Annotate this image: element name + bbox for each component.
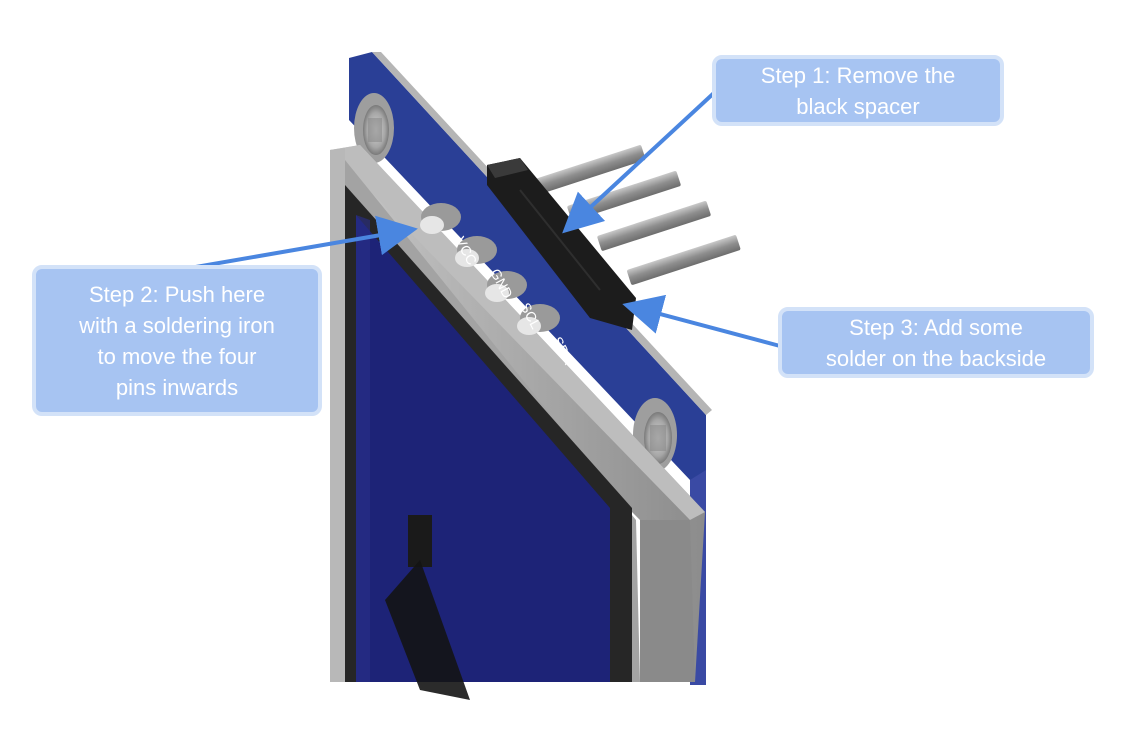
pin-head-2 — [455, 236, 497, 267]
oled-screen — [345, 185, 632, 700]
callout-step-1-line-1: Step 1: Remove the — [760, 62, 956, 88]
pin-heads: VCC GND SCL SDA — [420, 203, 577, 367]
callout-step-2-line-4: pins inwards — [115, 374, 239, 400]
black-spacer — [487, 158, 636, 330]
pin-head-4 — [517, 304, 560, 335]
callout-step-1: Step 1: Remove the black spacer — [712, 55, 1004, 126]
callout-step-2-line-1: Step 2: Push here — [88, 281, 266, 307]
callout-step-3-line-1: Step 3: Add some — [849, 314, 1023, 340]
callout-arrows — [189, 90, 781, 348]
mounting-hole-top — [354, 93, 394, 163]
pin-head-1 — [420, 203, 461, 234]
callout-step-2-line-2: with a soldering iron — [79, 312, 275, 338]
pin-head-3 — [485, 271, 527, 302]
callout-step-2: Step 2: Push here with a soldering iron … — [32, 265, 322, 416]
callout-step-3-line-2: solder on the backside — [825, 345, 1047, 371]
arrow-step2 — [189, 215, 418, 270]
callout-step-2-line-3: to move the four — [97, 343, 257, 369]
callout-step-1-line-2: black spacer — [796, 93, 920, 119]
arrow-step3 — [622, 294, 781, 348]
callout-step-3: Step 3: Add some solder on the backside — [778, 307, 1094, 378]
arrow-step1 — [562, 90, 717, 234]
